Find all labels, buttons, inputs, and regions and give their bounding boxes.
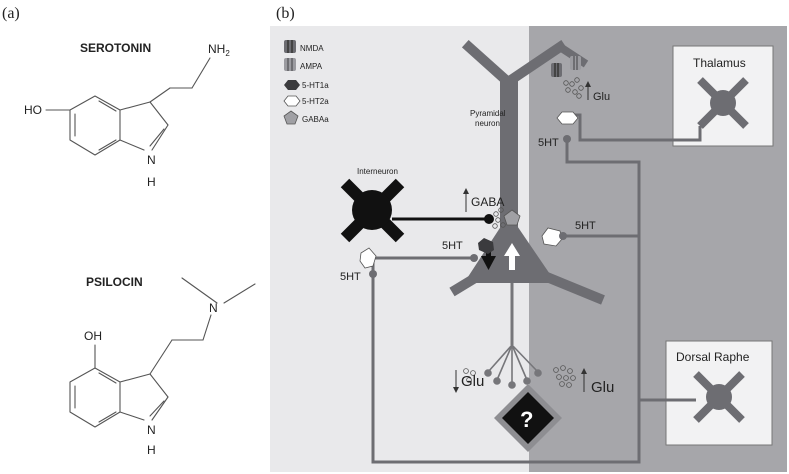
psilocin-h: H: [147, 443, 156, 457]
serotonin-ho: HO: [24, 103, 42, 117]
psilocin-n: N: [209, 301, 218, 315]
glu-top-label: Glu: [593, 91, 610, 103]
dorsal-raphe-box: Dorsal Raphe: [665, 340, 773, 446]
ampa-receptor-top: [570, 56, 581, 70]
axon-branches: [484, 344, 542, 389]
ht-label-right: 5HT: [575, 220, 596, 232]
serotonin-structure: SEROTONIN NH2 HO N H: [24, 41, 230, 189]
ht-terminal-left-soma: [470, 254, 478, 262]
question-diamond: ?: [494, 384, 562, 452]
glu-vesicles-left: [463, 368, 476, 383]
nmda-icon: [284, 40, 296, 53]
question-mark: ?: [520, 407, 533, 432]
pyramidal-label-line2: neuron: [475, 119, 500, 128]
soma-up-arrow: [504, 243, 520, 270]
ht2a-icon: [283, 95, 301, 107]
legend-gabaa-label: GABAa: [302, 115, 329, 124]
ht-terminal-interneuron: [369, 270, 377, 278]
ht2a-receptor-top: [556, 111, 579, 125]
serotonin-n: N: [147, 153, 156, 167]
legend-nmda-label: NMDA: [300, 44, 324, 53]
serotonin-nh2: NH2: [208, 42, 230, 58]
glu-bottom-right-label: Glu: [591, 379, 614, 396]
legend-ht1a-label: 5-HT1a: [302, 81, 329, 90]
panel-b-label: (b): [276, 5, 295, 22]
ht-label-left-soma: 5HT: [442, 240, 463, 252]
projection-lines: [371, 113, 702, 464]
serotonin-h: H: [147, 175, 156, 189]
dorsal-raphe-label: Dorsal Raphe: [676, 350, 750, 364]
glu-vesicles-top: [563, 77, 584, 99]
psilocin-structure: PSILOCIN N OH N H: [69, 275, 256, 457]
ht2a-receptor-interneuron: [359, 247, 377, 269]
gabaa-receptor: [503, 209, 521, 226]
ht-label-interneuron: 5HT: [340, 271, 361, 283]
nmda-receptor-top: [551, 63, 562, 77]
ht-terminal-right: [559, 232, 567, 240]
ht1a-icon: [284, 80, 300, 90]
thalamus-box: Thalamus: [672, 45, 774, 147]
psilocin-title: PSILOCIN: [86, 275, 143, 289]
interneuron-label: Interneuron: [357, 167, 398, 176]
serotonin-title: SEROTONIN: [80, 41, 151, 55]
ht-terminal-top: [563, 135, 571, 143]
legend-ht2a-label: 5-HT2a: [302, 97, 329, 106]
psilocin-oh: OH: [84, 329, 102, 343]
legend: NMDA AMPA 5-HT1a 5-HT2a GABAa: [283, 40, 329, 125]
psilocin-nh: N: [147, 423, 156, 437]
glu-bottom-left-label: Glu: [461, 373, 484, 390]
ampa-icon: [284, 58, 296, 71]
thalamus-label: Thalamus: [693, 56, 746, 70]
ht1a-receptor-left: [478, 238, 494, 254]
gaba-label: GABA: [471, 195, 504, 209]
ht-label-top: 5HT: [538, 137, 559, 149]
gabaa-icon: [283, 110, 299, 125]
glu-vesicles-right: [553, 365, 576, 388]
interneuron: [340, 178, 494, 243]
legend-ampa-label: AMPA: [300, 62, 323, 71]
pyramidal-label-line1: Pyramidal: [470, 109, 506, 118]
panel-a-label: (a): [2, 5, 20, 22]
gaba-vesicles: [492, 207, 506, 229]
